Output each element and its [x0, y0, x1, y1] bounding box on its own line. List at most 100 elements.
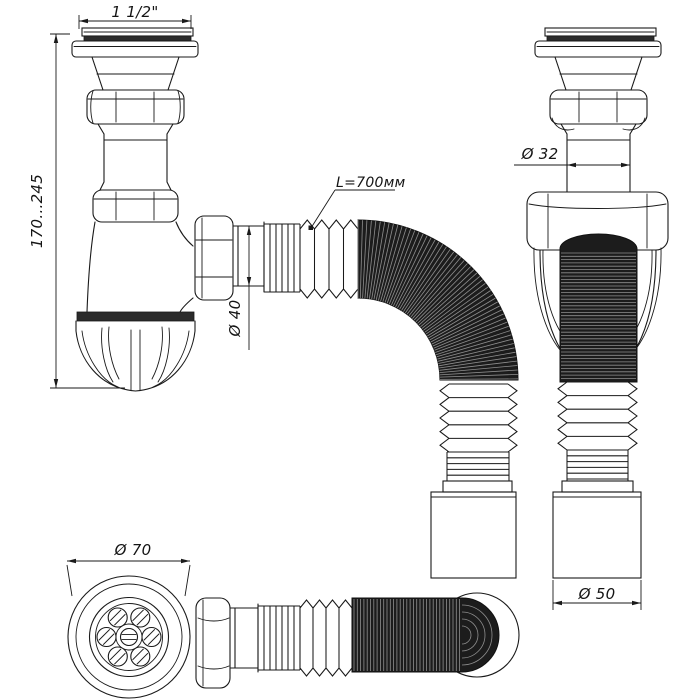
upper-nut-detail: [550, 91, 647, 131]
texture-line: [143, 628, 160, 646]
arrowhead: [246, 277, 252, 286]
grate-inner-circle: [95, 603, 163, 671]
dim-inlet-thread-label: 1 1/2": [111, 3, 158, 21]
front-view: [71, 27, 265, 392]
flange-taper: [91, 56, 180, 91]
grate-hole: [141, 626, 162, 648]
dim-grate-diameter: Ø 70: [66, 541, 191, 597]
tailpipe: [566, 133, 631, 193]
nut-wing-curves: [533, 247, 662, 359]
dim-line: [50, 33, 125, 389]
texture-line: [561, 252, 636, 379]
texture-line: [439, 383, 518, 453]
outlet-nut-detail: [197, 599, 230, 687]
grate-hole: [130, 646, 151, 667]
grate-hole: [107, 646, 128, 667]
corrugated-tube-texture: [561, 252, 636, 379]
side-view: [526, 27, 669, 579]
texture-line: [299, 599, 353, 677]
tailpipe: [99, 133, 172, 191]
hose-ribbed-section-texture: [263, 223, 301, 293]
lower-coupling-nut: [92, 189, 179, 223]
dim-hose-length-label: L=700мм: [336, 175, 406, 191]
texture-line: [446, 451, 510, 482]
upper-neck: [560, 123, 637, 135]
cup-ribs: [101, 326, 170, 391]
center-hole-hatch: [121, 633, 137, 641]
texture-line: [263, 223, 301, 293]
upper-nut-detail: [87, 90, 184, 124]
hose-end-cuff: [552, 491, 642, 579]
dim-grate-diameter-label: Ø 70: [114, 541, 152, 559]
arrowhead: [181, 558, 190, 564]
texture-line: [353, 599, 460, 671]
corrugated-bend-texture: [357, 220, 519, 380]
grate-hole: [107, 607, 128, 628]
dim-pipe-diameter-label: Ø 32: [521, 145, 559, 163]
arrowhead: [53, 379, 59, 388]
hose-vertical-bellows-texture: [557, 381, 638, 451]
texture-line: [357, 220, 519, 380]
dim-height-range: 170...245: [28, 33, 125, 389]
texture-line: [132, 609, 149, 626]
arrowhead: [632, 600, 641, 606]
grate-center-ring: [115, 623, 143, 651]
cup-outer-circle: [67, 575, 191, 699]
texture-line: [461, 604, 493, 666]
leader-dot: [308, 225, 313, 230]
arrowhead: [53, 34, 59, 43]
trap-cup-dome: [75, 330, 196, 392]
hose-bellows-section-texture: [299, 219, 359, 299]
arrowhead: [67, 558, 76, 564]
corrugated-tube-texture: [353, 599, 493, 671]
arrowhead: [567, 162, 576, 168]
cuff-collar: [561, 480, 634, 493]
grate-hole: [96, 626, 117, 648]
outlet-stub: [232, 221, 265, 293]
cup-rim-circle: [75, 583, 183, 691]
dim-cuff-diameter-label: Ø 50: [578, 585, 616, 603]
hose-end-cuff: [430, 491, 517, 579]
upper-coupling-nut: [549, 89, 648, 125]
hose-vertical-ribbed-texture: [566, 449, 629, 482]
arrowhead: [553, 600, 562, 606]
dim-line: [66, 560, 191, 597]
lower-nut-detail: [93, 191, 178, 221]
corrugated-tube-bottom: [351, 597, 500, 673]
texture-line: [566, 449, 629, 482]
cup-nut-detail: [528, 193, 667, 249]
cuff-collar: [442, 480, 513, 493]
texture-line: [557, 381, 638, 451]
dim-pipe-diameter: Ø 32: [514, 145, 630, 168]
dim-line: [78, 15, 192, 29]
dim-hose-length: L=700мм: [308, 175, 406, 230]
texture-line: [299, 219, 359, 299]
trap-body: [86, 221, 194, 313]
grate-hole: [130, 607, 151, 628]
dimensions: 1 1/2" 170...245 Ø 40 L=700мм Ø 32: [28, 3, 642, 610]
arrowhead: [182, 18, 191, 24]
arrowhead: [621, 162, 630, 168]
hose-bellows-section-texture: [299, 599, 353, 677]
dim-outlet-diameter: Ø 40: [226, 226, 252, 350]
outlet-nut: [195, 597, 231, 689]
flange-body: [534, 40, 662, 58]
texture-line: [98, 628, 115, 646]
hose-vertical-bellows-texture: [439, 383, 518, 453]
dim-outlet-diameter-label: Ø 40: [226, 300, 244, 338]
hose-ribbed-section-texture: [257, 605, 301, 671]
outlet-nut: [194, 215, 234, 301]
cup-rim: [75, 320, 196, 332]
hose-vertical-ribbed-texture: [446, 451, 510, 482]
texture-line: [109, 609, 126, 626]
bottom-view: [67, 575, 520, 699]
flange-taper: [554, 56, 643, 91]
cup-joint-band: [76, 311, 195, 322]
dim-line: [552, 580, 642, 610]
outlet-nut-detail: [195, 217, 233, 299]
cup-inner-curve: [81, 330, 190, 388]
arrowhead: [79, 18, 88, 24]
texture-line: [132, 648, 149, 665]
outlet-stub: [229, 603, 259, 673]
